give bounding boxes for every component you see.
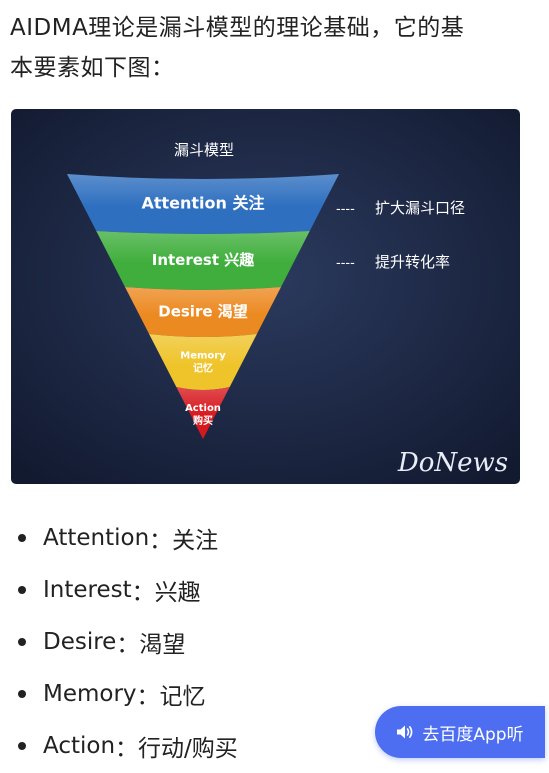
list-item-separator: ： [116, 632, 140, 658]
list-item-meaning: 渴望 [139, 632, 186, 658]
intro-paragraph: AIDMA理论是漏斗模型的理论基础，它的基本要素如下图： [10, 8, 540, 88]
list-item-separator: ： [136, 684, 160, 710]
speaker-icon [396, 724, 414, 740]
list-item-separator: ： [131, 580, 155, 606]
list-item-term: Action [43, 733, 116, 759]
bullet-dot [18, 690, 26, 698]
funnel-layers: Attention 关注 Interest 兴趣 Desire 渴望 Memory记忆… [67, 174, 339, 439]
funnel-label-action-en: Action [185, 403, 221, 414]
funnel-label-attention: Attention 关注 [141, 194, 264, 213]
list-item-term: Interest [43, 577, 132, 603]
funnel-label-interest: Interest 兴趣 [152, 251, 255, 269]
list-item-meaning: 记忆 [159, 684, 206, 710]
funnel-label-memory-zh: 记忆 [193, 362, 213, 375]
list-item-separator: ： [149, 528, 173, 554]
funnel-layer-highlight [96, 231, 310, 290]
list-item-meaning: 兴趣 [154, 580, 201, 606]
funnel-layer-highlight [176, 387, 230, 439]
funnel-svg: 漏斗模型 Attention 关注 Interest 兴趣 Desire 渴望 Mem… [11, 109, 520, 484]
listen-button-label: 去百度App听 [422, 724, 524, 745]
funnel-layer-highlight [67, 174, 339, 234]
funnel-label-desire: Desire 渴望 [158, 303, 248, 321]
annotation-widen-funnel: 扩大漏斗口径 [375, 199, 465, 217]
list-item-separator: ： [115, 736, 139, 762]
funnel-layer-highlight [124, 287, 282, 337]
annotation-conversion: 提升转化率 [375, 253, 450, 271]
list-item: Action：行动/购买 [18, 726, 238, 766]
bullet-dot [18, 638, 26, 646]
list-item-meaning: 行动/购买 [138, 736, 238, 762]
funnel-diagram: 漏斗模型 Attention 关注 Interest 兴趣 Desire 渴望 Mem… [11, 109, 520, 484]
listen-in-app-button[interactable]: 去百度App听 [375, 706, 545, 758]
list-item: Attention：关注 [18, 518, 218, 558]
annotation-dashes-1: ---- [336, 202, 355, 217]
funnel-label-action-zh: 购买 [193, 414, 213, 427]
intro-line-1: AIDMA理论是漏斗模型的理论基础，它的基 [10, 15, 465, 41]
bullet-dot [18, 586, 26, 594]
donews-watermark: DoNews [397, 448, 508, 478]
intro-line-2: 本要素如下图： [10, 55, 175, 81]
funnel-label-memory-en: Memory [180, 351, 226, 362]
annotation-dashes-2: ---- [336, 256, 355, 271]
bullet-dot [18, 534, 26, 542]
list-item: Desire：渴望 [18, 622, 185, 662]
list-item-meaning: 关注 [172, 528, 219, 554]
bullet-dot [18, 742, 26, 750]
list-item: Interest：兴趣 [18, 570, 201, 610]
list-item-term: Memory [43, 681, 137, 707]
list-item: Memory：记忆 [18, 674, 206, 714]
diagram-title: 漏斗模型 [174, 141, 234, 159]
funnel-layer-highlight [149, 334, 257, 390]
list-item-term: Attention [43, 525, 150, 551]
list-item-term: Desire [43, 629, 117, 655]
